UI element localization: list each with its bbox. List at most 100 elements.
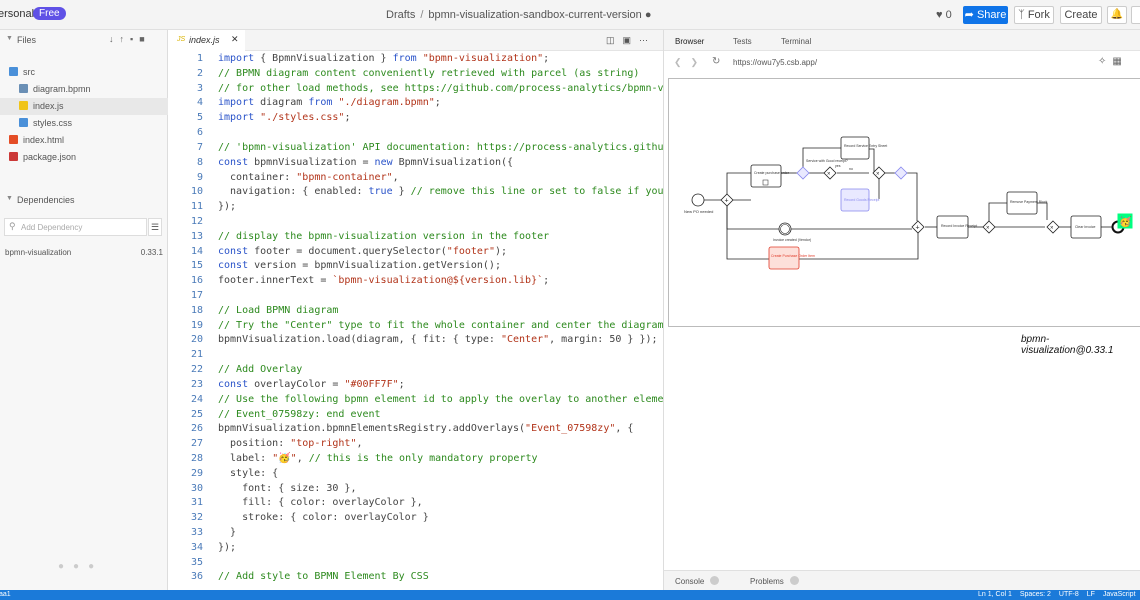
- close-icon[interactable]: ✕: [231, 34, 239, 45]
- code-line[interactable]: 22// Add Overlay: [169, 364, 663, 379]
- code-line[interactable]: 23const overlayColor = "#00FF7F";: [169, 379, 663, 394]
- code-line[interactable]: 26bpmnVisualization.bpmnElementsRegistry…: [169, 423, 663, 438]
- discord-icon[interactable]: ●: [88, 561, 103, 572]
- nav-arrows: ❮❯: [674, 57, 707, 68]
- start-event[interactable]: [692, 194, 704, 206]
- code-line[interactable]: 9 container: "bpmn-container",: [169, 172, 663, 187]
- new-file-icon[interactable]: ▪: [130, 34, 139, 44]
- code-line[interactable]: 36// Add style to BPMN Element By CSS: [169, 571, 663, 586]
- file-tools: ↓↑▪■: [109, 34, 151, 44]
- problems-tab[interactable]: Problems: [750, 576, 799, 586]
- code-line[interactable]: 27 position: "top-right",: [169, 438, 663, 453]
- indentation[interactable]: Spaces: 2: [1020, 591, 1051, 598]
- code-line[interactable]: 1import { BpmnVisualization } from "bpmn…: [169, 53, 663, 68]
- reload-icon[interactable]: ↻: [712, 56, 720, 67]
- code-line[interactable]: 15const version = bpmnVisualization.getV…: [169, 260, 663, 275]
- sandbox-title[interactable]: bpmn-visualization-sandbox-current-versi…: [428, 9, 641, 21]
- upload-icon[interactable]: ↑: [120, 34, 131, 44]
- tree-item-index-html[interactable]: index.html: [0, 132, 168, 149]
- line-number: 32: [169, 512, 203, 523]
- code-line[interactable]: 18// Load BPMN diagram: [169, 305, 663, 320]
- workspace-name[interactable]: ersonal: [0, 8, 34, 20]
- back-icon[interactable]: ❮: [674, 57, 691, 67]
- more-icon[interactable]: ⋯: [639, 35, 656, 45]
- open-window-icon[interactable]: ▦: [1112, 56, 1127, 67]
- dependency-row[interactable]: bpmn-visualization 0.33.1: [5, 248, 163, 257]
- tree-item-index-js[interactable]: index.js: [0, 98, 168, 115]
- tab-browser[interactable]: Browser: [675, 37, 704, 46]
- code-line[interactable]: 13// display the bpmn-visualization vers…: [169, 231, 663, 246]
- code-line[interactable]: 20bpmnVisualization.load(diagram, { fit:…: [169, 334, 663, 349]
- code-line[interactable]: 2// BPMN diagram content conveniently re…: [169, 68, 663, 83]
- exclusive-gateway-highlighted[interactable]: [797, 167, 809, 179]
- add-dependency-input[interactable]: ⚲ Add Dependency: [4, 218, 147, 236]
- line-number: 36: [169, 571, 203, 582]
- language-mode[interactable]: JavaScript: [1103, 591, 1136, 598]
- code-line[interactable]: 31 fill: { color: overlayColor },: [169, 497, 663, 512]
- like-button[interactable]: ♥ 0: [936, 9, 952, 21]
- code-line[interactable]: 19// Try the "Center" type to fit the wh…: [169, 320, 663, 335]
- code-line[interactable]: 32 stroke: { color: overlayColor }: [169, 512, 663, 527]
- version-footer: bpmn-visualization@0.33.1: [1021, 334, 1140, 356]
- code-line[interactable]: 10 navigation: { enabled: true } // remo…: [169, 186, 663, 201]
- tree-item-diagram-bpmn[interactable]: diagram.bpmn: [0, 81, 168, 98]
- code-line[interactable]: 14const footer = document.querySelector(…: [169, 246, 663, 261]
- cursor-position[interactable]: Ln 1, Col 1: [978, 591, 1012, 598]
- breadcrumb-drafts[interactable]: Drafts: [386, 9, 415, 21]
- dependencies-section-header[interactable]: ▼ Dependencies: [0, 190, 168, 210]
- code-line[interactable]: 12: [169, 216, 663, 231]
- twitter-icon[interactable]: ●: [58, 561, 73, 572]
- tree-item-styles-css[interactable]: styles.css: [0, 115, 168, 132]
- code-line[interactable]: 28 label: "🥳", // this is the only manda…: [169, 453, 663, 468]
- url-field[interactable]: https://owu7y5.csb.app/: [733, 58, 817, 67]
- bpmn-container[interactable]: New PO needed + Create purchase order Se…: [668, 78, 1140, 327]
- download-icon[interactable]: ↓: [109, 34, 120, 44]
- code-line[interactable]: 6: [169, 127, 663, 142]
- code-line[interactable]: 11});: [169, 201, 663, 216]
- console-tab[interactable]: Console: [675, 576, 719, 586]
- code-line[interactable]: 16footer.innerText = `bpmn-visualization…: [169, 275, 663, 290]
- code-line[interactable]: 25// Event_07598zy: end event: [169, 409, 663, 424]
- code-line[interactable]: 35: [169, 557, 663, 572]
- github-icon[interactable]: ●: [73, 561, 88, 572]
- code-line[interactable]: 21: [169, 349, 663, 364]
- files-section-header[interactable]: ▼ Files ↓↑▪■: [0, 30, 168, 50]
- code-line[interactable]: 5import "./styles.css";: [169, 112, 663, 127]
- dependency-version[interactable]: 0.33.1: [141, 248, 163, 257]
- notifications-button[interactable]: 🔔: [1107, 6, 1127, 24]
- split-view-icon[interactable]: ◫: [606, 35, 623, 45]
- code-line[interactable]: 30 font: { size: 30 },: [169, 483, 663, 498]
- task-record-service-entry-sheet[interactable]: [841, 137, 869, 159]
- code-line[interactable]: 7// 'bpmn-visualization' API documentati…: [169, 142, 663, 157]
- encoding[interactable]: UTF-8: [1059, 591, 1079, 598]
- devtools-icon[interactable]: ✧: [1098, 56, 1112, 67]
- code-line[interactable]: 24// Use the following bpmn element id t…: [169, 394, 663, 409]
- create-button[interactable]: Create: [1060, 6, 1102, 24]
- forward-icon[interactable]: ❯: [691, 57, 708, 67]
- preview-icon[interactable]: ▣: [623, 35, 640, 45]
- task-create-purchase-order-item[interactable]: [769, 247, 799, 269]
- new-folder-icon[interactable]: ■: [139, 34, 150, 44]
- line-endings[interactable]: LF: [1087, 591, 1095, 598]
- share-button[interactable]: ➦ Share: [963, 6, 1008, 24]
- fork-button[interactable]: ᛉ Fork: [1014, 6, 1054, 24]
- dependency-menu-button[interactable]: ☰: [148, 218, 162, 236]
- code-line[interactable]: 4import diagram from "./diagram.bpmn";: [169, 97, 663, 112]
- code-line[interactable]: 3// for other load methods, see https://…: [169, 83, 663, 98]
- line-text: const overlayColor = "#00FF7F";: [218, 379, 405, 390]
- code-area[interactable]: 1import { BpmnVisualization } from "bpmn…: [169, 53, 663, 590]
- tab-index-js[interactable]: JS index.js ✕: [169, 30, 245, 51]
- line-text: import { BpmnVisualization } from "bpmn-…: [218, 53, 549, 64]
- tree-item-src[interactable]: src: [0, 64, 168, 81]
- code-line[interactable]: 34});: [169, 542, 663, 557]
- code-line[interactable]: 33 }: [169, 527, 663, 542]
- code-line[interactable]: 17: [169, 290, 663, 305]
- code-line[interactable]: 29 style: {: [169, 468, 663, 483]
- code-line[interactable]: 8const bpmnVisualization = new BpmnVisua…: [169, 157, 663, 172]
- tab-terminal[interactable]: Terminal: [781, 37, 811, 46]
- line-number: 6: [169, 127, 203, 138]
- tab-tests[interactable]: Tests: [733, 37, 752, 46]
- avatar[interactable]: [1131, 6, 1140, 24]
- tree-item-package-json[interactable]: package.json: [0, 149, 168, 166]
- parallel-gateway-highlighted[interactable]: [895, 167, 907, 179]
